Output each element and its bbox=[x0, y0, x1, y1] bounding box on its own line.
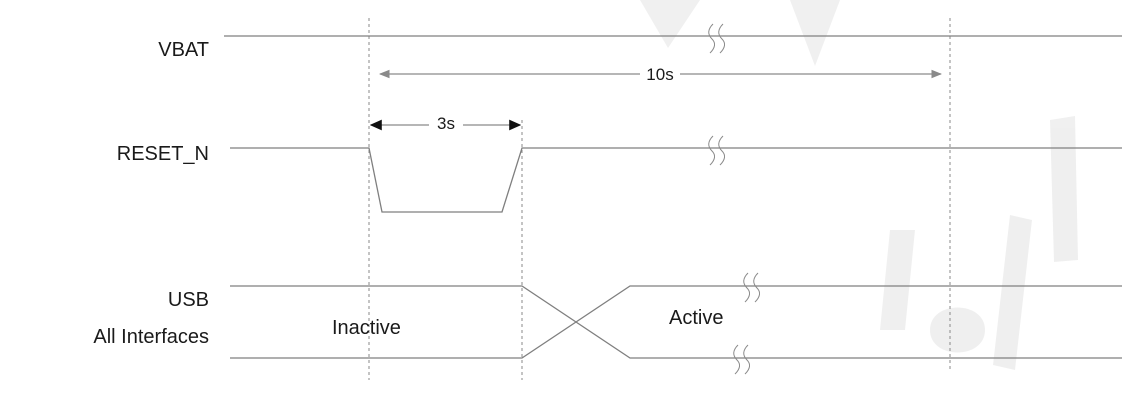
dimension-10s-label: 10s bbox=[646, 65, 673, 84]
usb-bus-waveform bbox=[230, 285, 1122, 359]
label-all-interfaces: All Interfaces bbox=[93, 326, 209, 348]
label-reset-n: RESET_N bbox=[117, 143, 209, 165]
break-mark-reset-n bbox=[708, 135, 726, 166]
reset-n-waveform bbox=[230, 147, 1122, 213]
label-usb: USB bbox=[168, 289, 209, 311]
break-mark-vbat bbox=[708, 23, 726, 54]
dimension-3s-label-bg bbox=[429, 113, 463, 131]
dimension-3s-label: 3s bbox=[437, 114, 455, 133]
watermark bbox=[640, 0, 1078, 370]
dimension-10s-label-bg bbox=[640, 64, 680, 84]
break-mark-usb-bottom bbox=[733, 344, 751, 375]
label-vbat: VBAT bbox=[158, 39, 209, 61]
state-active: Active bbox=[669, 307, 723, 329]
state-inactive: Inactive bbox=[332, 317, 401, 339]
break-mark-usb-top bbox=[743, 272, 761, 303]
